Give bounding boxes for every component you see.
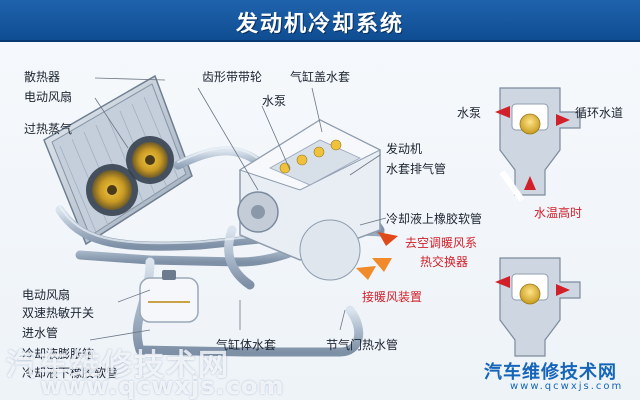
inset-bottom-arrow-left xyxy=(495,276,510,288)
label-water-pump: 水泵 xyxy=(262,94,287,108)
label-inset-high-temp: 水温高时 xyxy=(534,206,583,220)
thermostat-inset-bottom xyxy=(495,257,581,357)
inset-top-arrow-up xyxy=(524,176,536,190)
label-heater-line1: 去空调暖风系 xyxy=(405,236,478,250)
engine-block xyxy=(237,119,382,281)
label-inset-pump: 水泵 xyxy=(457,106,482,120)
diagram-title: 发动机冷却系统 xyxy=(235,12,404,37)
watermark-left-text: 汽车维修技术网 xyxy=(6,348,230,383)
label-lower-hose: 冷却液下橡胶软管 xyxy=(22,366,119,380)
watermark-left-url: www.qcwxjs.com xyxy=(40,372,285,400)
leader-lines xyxy=(89,77,387,341)
label-expansion-tank: 冷却液膨胀箱 xyxy=(22,347,95,361)
inset-top-arrow-right xyxy=(556,114,570,126)
thermostat-inset-top xyxy=(495,87,581,202)
label-cylinder-block-jacket: 气缸体水套 xyxy=(216,338,277,352)
watermark-right-url: www.qcwxjs.com xyxy=(510,381,624,392)
label-overheat-steam: 过热蒸气 xyxy=(24,122,73,136)
radiator xyxy=(43,74,193,246)
label-throttle-hot-pipe: 节气门热水管 xyxy=(326,338,399,352)
label-engine-line2: 水套排气管 xyxy=(386,162,447,176)
expansion-tank xyxy=(139,270,199,323)
label-cylinder-head-jacket: 气缸盖水套 xyxy=(290,70,351,84)
label-radiator: 散热器 xyxy=(24,70,61,84)
label-coolant-upper-hose: 冷却液上橡胶软管 xyxy=(386,212,483,226)
label-inset-circulation: 循环水道 xyxy=(575,106,624,120)
inset-top-arrow-left xyxy=(495,106,510,118)
label-inlet-pipe: 进水管 xyxy=(22,326,59,340)
fan-right xyxy=(126,136,174,184)
label-engine-line1: 发动机 xyxy=(386,142,423,156)
watermark-right-text: 汽车维修技术网 xyxy=(484,362,617,383)
label-fan-switch-line2: 双速热敏开关 xyxy=(22,306,95,320)
label-from-heater: 接暖风装置 xyxy=(362,290,423,304)
fan-left xyxy=(86,164,138,216)
title-banner: 发动机冷却系统 xyxy=(0,0,640,42)
label-electric-fan: 电动风扇 xyxy=(24,90,73,104)
label-fan-switch-line1: 电动风扇 xyxy=(22,288,71,302)
inset-bottom-arrow-right xyxy=(556,284,570,296)
label-heater-line2: 热交换器 xyxy=(420,255,469,269)
label-timing-pulley: 齿形带带轮 xyxy=(202,70,263,84)
heater-flow-arrows xyxy=(356,232,398,280)
